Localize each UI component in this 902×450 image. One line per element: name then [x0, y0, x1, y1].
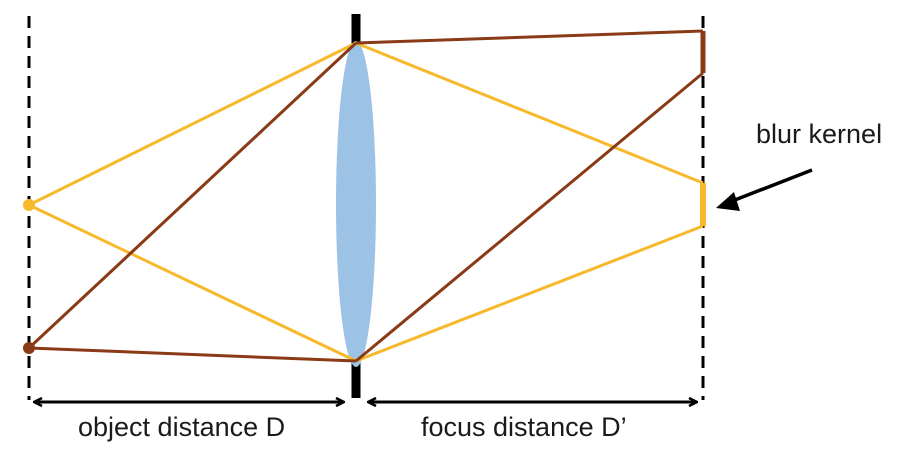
lens [336, 41, 376, 367]
brown-point-source [23, 342, 35, 354]
brown-rays [27, 29, 704, 363]
yellow-rays [28, 41, 704, 363]
object-distance-label: object distance D [78, 412, 286, 442]
blur-kernel-pointer-arrow [721, 168, 813, 207]
focus-distance-label: focus distance D’ [421, 412, 627, 442]
blur-kernel-label: blur kernel [756, 119, 883, 149]
yellow-point-source [23, 199, 35, 211]
blur-kernel-pointer-head [716, 192, 740, 211]
